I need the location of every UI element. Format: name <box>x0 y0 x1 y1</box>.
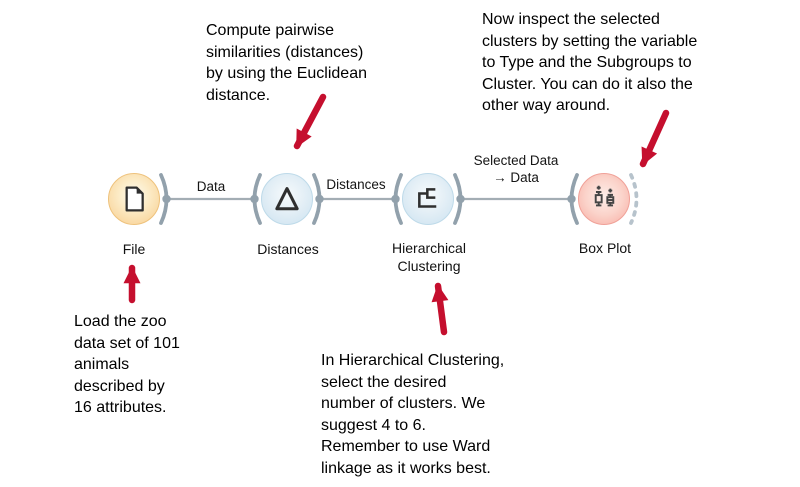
widget-hierarchical-clustering[interactable] <box>402 173 454 225</box>
widget-file[interactable] <box>108 173 160 225</box>
port-dot-distances-out <box>315 194 324 204</box>
arrow-to-boxplot[interactable] <box>639 109 670 168</box>
boxplot-icon <box>594 185 614 206</box>
annotation-file-note[interactable]: Load the zoo data set of 101 animals des… <box>74 313 180 416</box>
widget-label-file: File <box>122 241 146 257</box>
arrow-to-clustering[interactable] <box>431 282 449 336</box>
annotation-clustering-note[interactable]: In Hierarchical Clustering, select the d… <box>321 352 505 477</box>
file-icon <box>125 186 144 212</box>
link-label-distances: Distances <box>326 177 386 192</box>
dendrogram-icon <box>418 188 437 208</box>
link-label-data: Data <box>196 179 226 194</box>
port-arc-boxplot-out-dashed <box>629 173 639 225</box>
port-dot-boxplot-in <box>567 194 576 204</box>
link-label-selected-data: Selected Data → Data <box>473 153 559 185</box>
widget-label-hierarchical-clustering: Hierarchical Clustering <box>392 240 466 274</box>
delta-icon <box>275 187 299 211</box>
port-dot-file-out <box>162 194 171 204</box>
widget-box-plot[interactable] <box>578 173 630 225</box>
port-dot-distances-in <box>250 194 259 204</box>
widget-label-distances: Distances <box>257 241 319 257</box>
arrow-to-distances[interactable] <box>293 93 327 150</box>
port-dot-clustering-out <box>456 194 465 204</box>
widget-label-box-plot: Box Plot <box>578 240 632 256</box>
annotation-boxplot-note[interactable]: Now inspect the selected clusters by set… <box>482 11 698 114</box>
port-dot-clustering-in <box>391 194 400 204</box>
widget-distances[interactable] <box>261 173 313 225</box>
annotation-distances-note[interactable]: Compute pairwise similarities (distances… <box>206 22 367 104</box>
